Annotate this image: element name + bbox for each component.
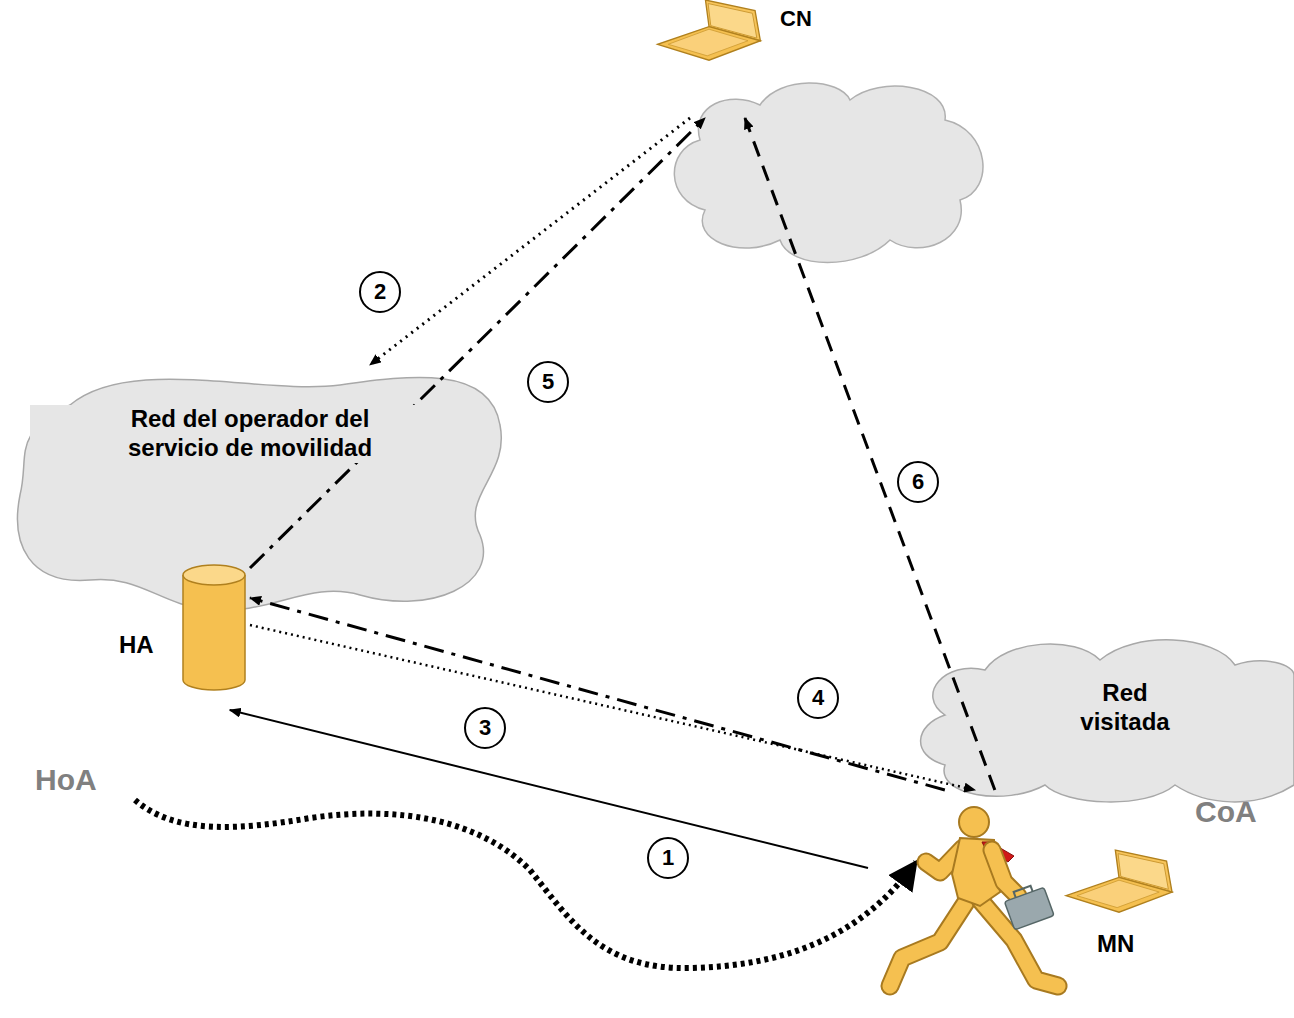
mobile-node: CoA MN <box>868 790 1288 1015</box>
network-name: Red del operador del servicio de movilid… <box>30 405 470 463</box>
network-name: Red visitada <box>1060 679 1190 737</box>
message-arrow <box>250 118 705 568</box>
callout-number: 2 <box>359 271 401 313</box>
message-arrow <box>230 710 868 868</box>
node-name: CN <box>780 6 812 32</box>
laptop-icon <box>655 0 763 62</box>
care-of-address: CoA <box>1195 794 1257 830</box>
operator-network-cloud <box>10 365 505 625</box>
home-agent: HA <box>115 555 250 710</box>
node-name: HA <box>119 631 154 660</box>
callout-number: 6 <box>897 461 939 503</box>
callout-number: 4 <box>797 677 839 719</box>
callout-number: 1 <box>647 837 689 879</box>
node-name: MN <box>1097 930 1134 959</box>
internet-cloud <box>674 83 983 263</box>
message-arrow <box>250 625 975 790</box>
correspondent-node: CN <box>655 0 830 118</box>
callout-number: 3 <box>464 707 506 749</box>
message-arrow <box>370 118 690 365</box>
message-arrow <box>745 118 995 790</box>
laptop-icon <box>1060 850 1178 914</box>
home-address: HoA <box>35 762 97 798</box>
mobile-user-figure <box>868 790 1068 1018</box>
operator-network: Red del operador del servicio de movilid… <box>10 365 505 625</box>
home-address-path <box>135 800 916 968</box>
callout-number: 5 <box>527 361 569 403</box>
message-arrow <box>250 598 945 790</box>
visited-network: Red visitada <box>915 635 1294 805</box>
